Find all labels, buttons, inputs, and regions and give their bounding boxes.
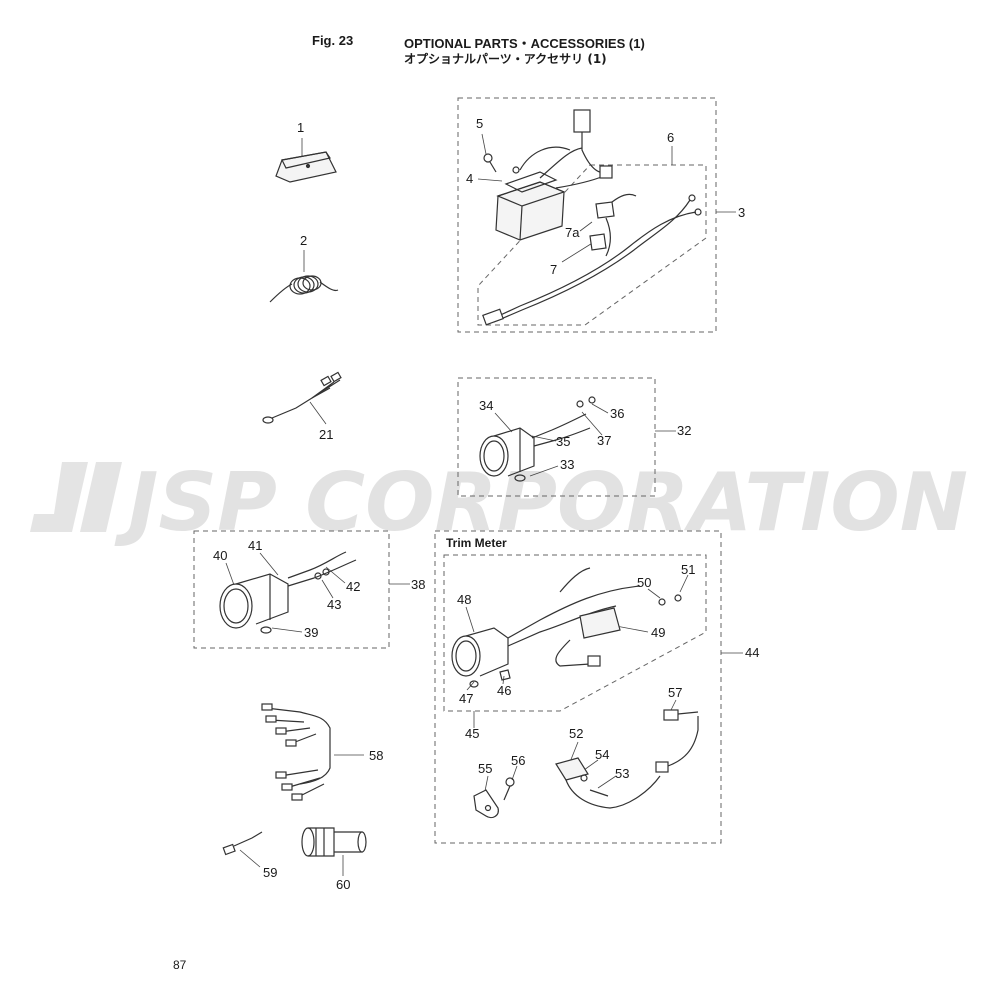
- part-45-trim-meter-icon: [451, 567, 682, 688]
- figure-number: Fig. 23: [312, 33, 354, 48]
- part-label: 2: [300, 233, 308, 248]
- part-label: 59: [263, 865, 278, 880]
- part-32-gauge-icon: [479, 396, 596, 482]
- group-box-45: [443, 554, 707, 712]
- part-60-fitting-icon: [301, 827, 367, 857]
- part-label: 5: [476, 116, 484, 131]
- part-label: 41: [248, 538, 263, 553]
- part-1-icon: [275, 151, 337, 183]
- part-label: 58: [369, 748, 384, 763]
- part-label: 36: [610, 406, 625, 421]
- part-label: 40: [213, 548, 228, 563]
- page-title-japanese: オプショナルパーツ・アクセサリ (1): [404, 52, 607, 66]
- group-box-3: [457, 97, 717, 333]
- part-label: 48: [457, 592, 472, 607]
- part-label: 7a: [565, 225, 580, 240]
- group-box-32: [457, 377, 656, 497]
- part-3-assembly-icon: [483, 109, 613, 241]
- group-boxes: [193, 97, 722, 844]
- part-label: 33: [560, 457, 575, 472]
- part-label: 49: [651, 625, 666, 640]
- part-label: 34: [479, 398, 494, 413]
- part-label: 47: [459, 691, 474, 706]
- part-38-gauge-icon: [219, 551, 357, 634]
- part-2-icon: [269, 275, 339, 303]
- part-label: 55: [478, 761, 493, 776]
- part-label: 21: [319, 427, 334, 442]
- leader-lines: [225, 133, 743, 876]
- group-box-44: [434, 530, 722, 844]
- part-label: 3: [738, 205, 746, 220]
- part-label: 52: [569, 726, 584, 741]
- group-title-trim-meter: Trim Meter: [446, 536, 507, 550]
- part-21-icon: [262, 371, 342, 424]
- part-label: 38: [411, 577, 426, 592]
- part-58-harness-icon: [261, 703, 331, 801]
- part-label: 42: [346, 579, 361, 594]
- part-label: 57: [668, 685, 683, 700]
- part-label: 43: [327, 597, 342, 612]
- page-number: 87: [173, 958, 187, 972]
- watermark-logo-icon: [30, 462, 122, 532]
- part-label: 46: [497, 683, 512, 698]
- part-label: 56: [511, 753, 526, 768]
- part-label: 54: [595, 747, 610, 762]
- part-59-icon: [222, 831, 263, 856]
- part-56-screw-icon: [503, 777, 515, 801]
- watermark-text: JSP CORPORATION: [114, 456, 968, 549]
- page-title: OPTIONAL PARTS・ACCESSORIES (1): [404, 36, 645, 51]
- part-label: 39: [304, 625, 319, 640]
- part-52-sender-icon: [555, 709, 699, 809]
- part-label: 37: [597, 433, 612, 448]
- part-label: 45: [465, 726, 480, 741]
- part-label: 1: [297, 120, 305, 135]
- part-label: 35: [556, 434, 571, 449]
- part-label: 60: [336, 877, 351, 892]
- part-label: 53: [615, 766, 630, 781]
- part-label: 4: [466, 171, 474, 186]
- part-55-clip-icon: [473, 789, 499, 819]
- part-label: 7: [550, 262, 558, 277]
- group-box-38: [193, 530, 390, 649]
- part-label: 6: [667, 130, 675, 145]
- part-label: 44: [745, 645, 760, 660]
- part-6-harness-icon: [482, 193, 702, 326]
- part-label: 32: [677, 423, 692, 438]
- part-label: 50: [637, 575, 652, 590]
- part-label: 51: [681, 562, 696, 577]
